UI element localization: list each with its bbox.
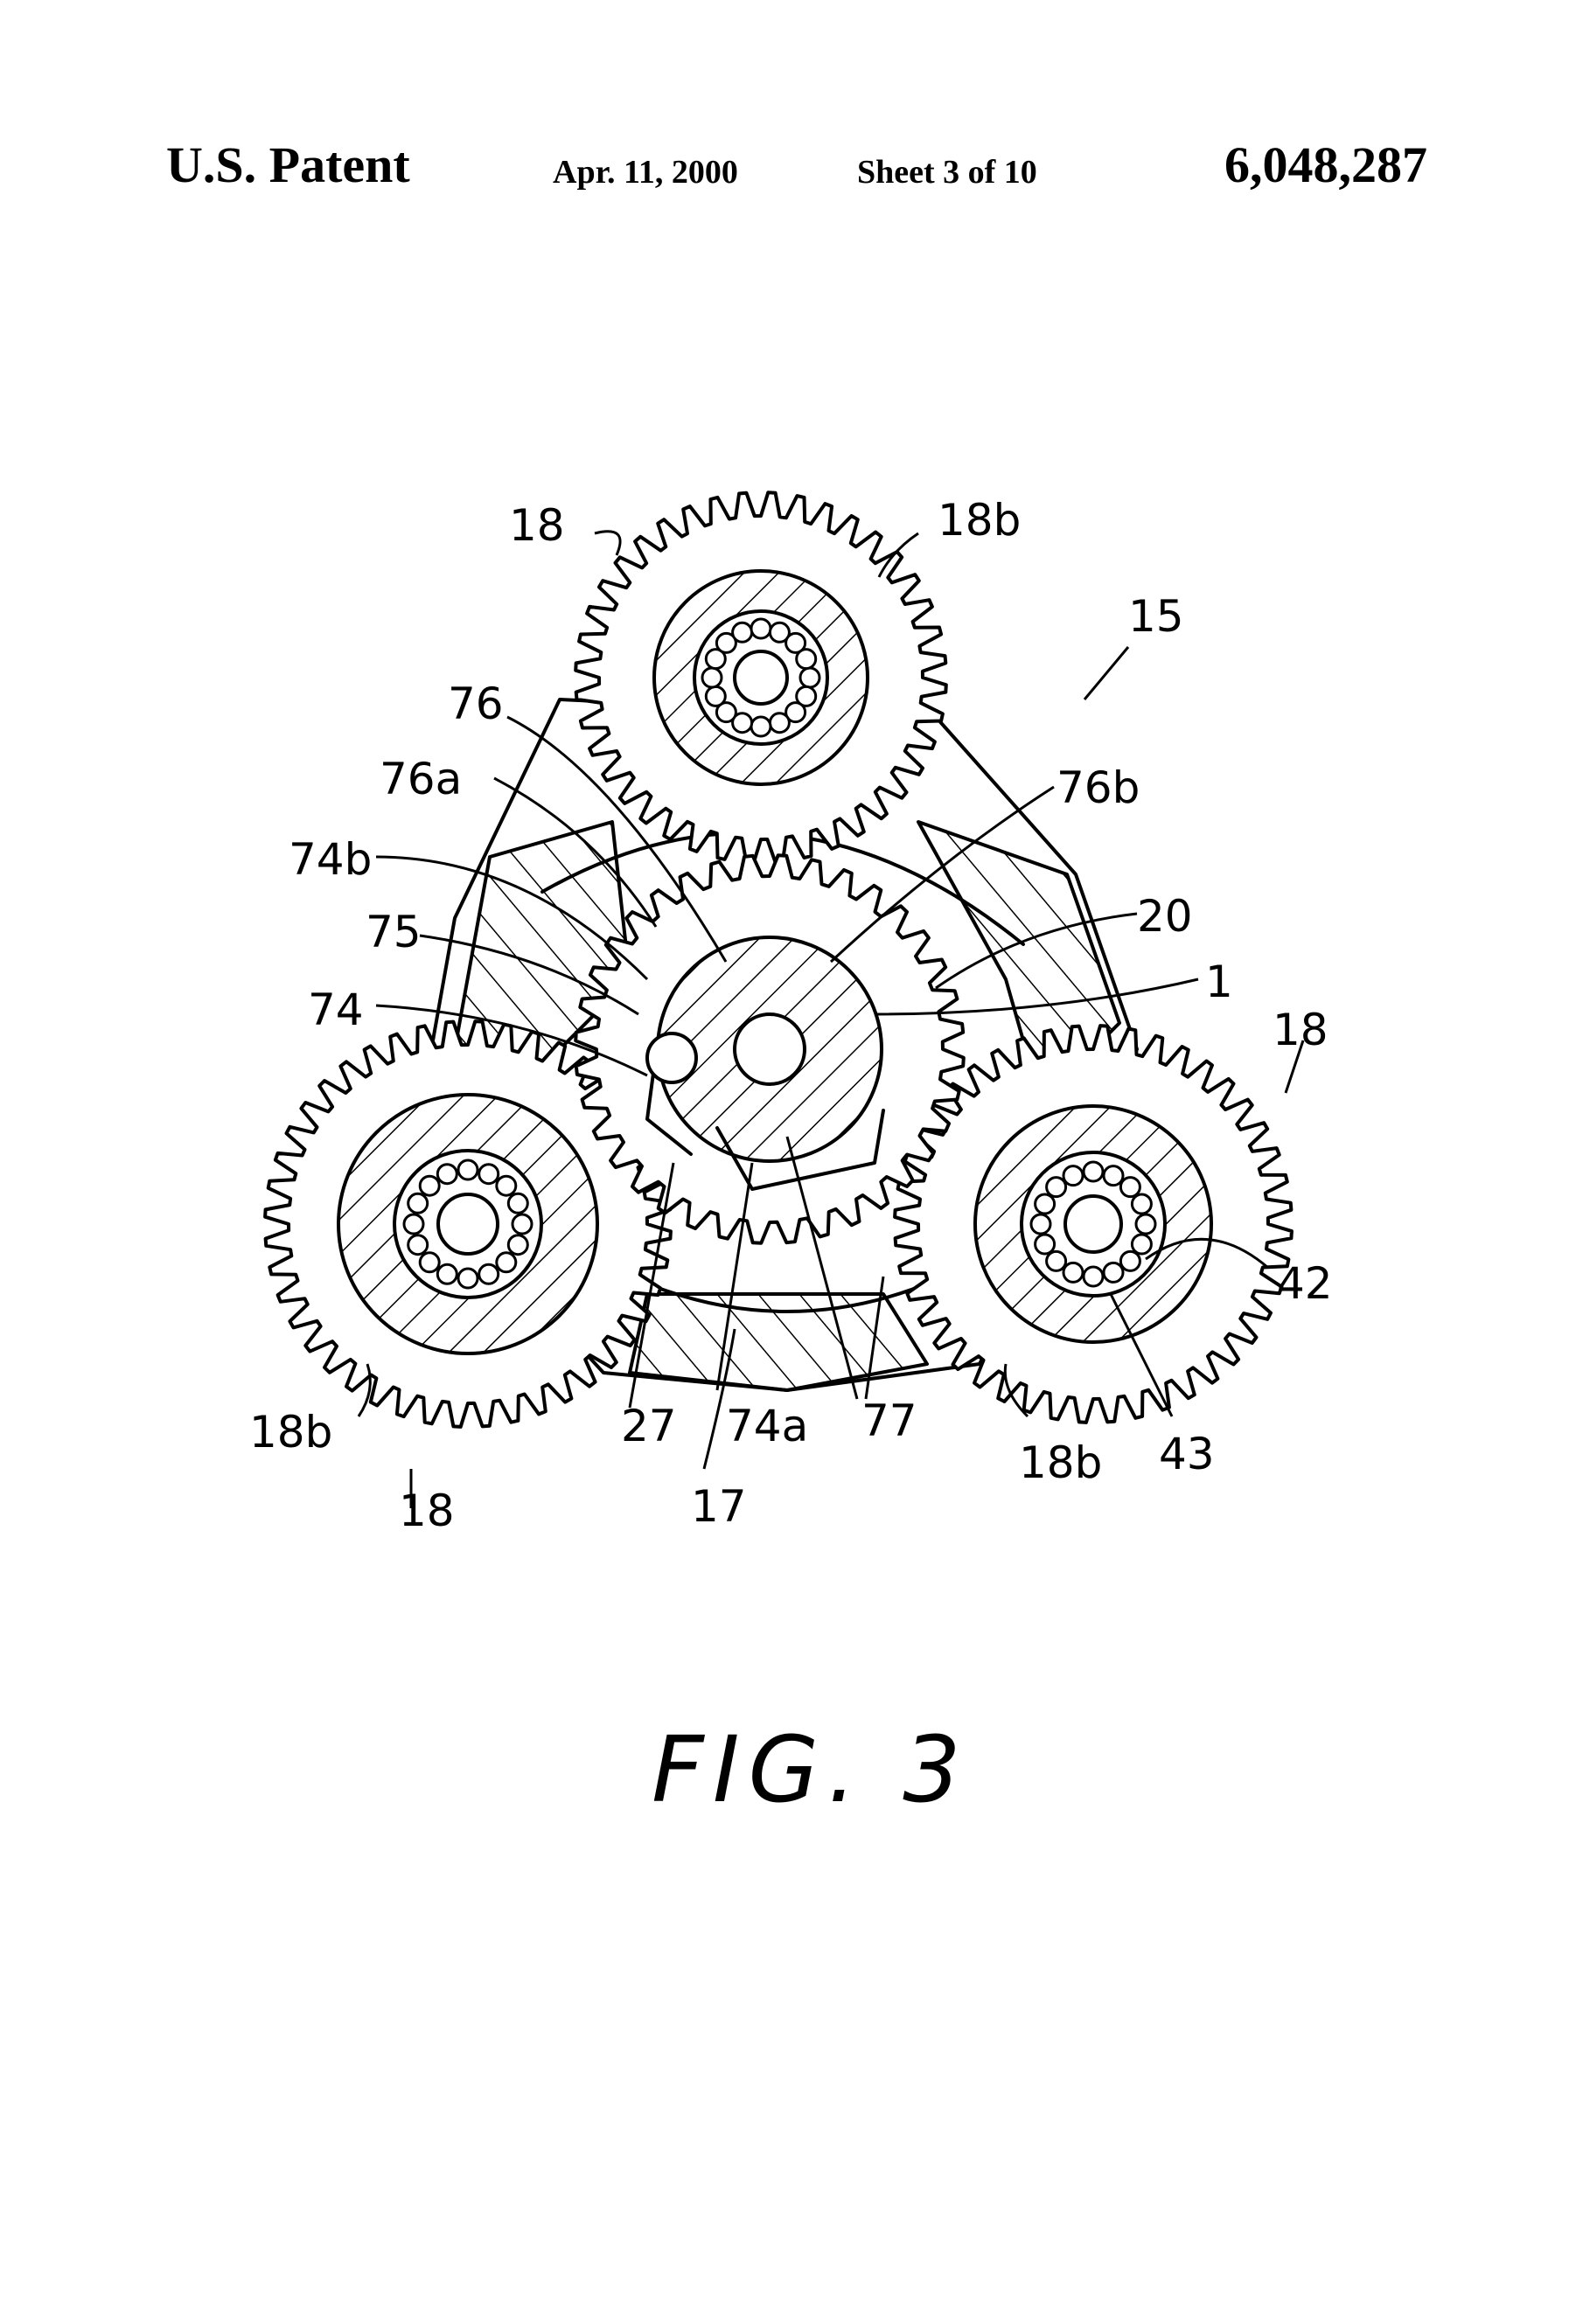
label-20: 20	[1137, 891, 1193, 942]
bearing-ball	[402, 1213, 425, 1235]
label-75: 75	[366, 907, 422, 957]
bearing-ball	[704, 685, 727, 707]
planet-gear-left	[263, 1019, 673, 1429]
label-43: 43	[1159, 1429, 1215, 1479]
bearing-ball	[506, 1234, 529, 1256]
label-74: 74	[308, 985, 364, 1035]
label-76b: 76b	[1056, 762, 1140, 813]
bearing-ball	[1102, 1165, 1125, 1187]
leader-lines	[357, 530, 1305, 1508]
bearing-ball	[785, 701, 807, 724]
reference-labels: 18 18b 15 76 76a 76b 74b 75 20 1 74 18 4…	[249, 495, 1333, 1823]
label-42: 42	[1277, 1258, 1333, 1309]
bearing-ball	[495, 1174, 518, 1197]
bearing-ball	[478, 1163, 500, 1186]
bearing-ball	[750, 617, 772, 640]
bearing-ball	[1130, 1193, 1153, 1215]
bearing-ball	[1045, 1176, 1068, 1199]
label-planet-left-teeth: 18b	[249, 1407, 332, 1458]
bearing-ball	[418, 1251, 441, 1274]
bearing-ball	[785, 631, 807, 654]
bearing-ball	[506, 1192, 529, 1214]
bearing-ball	[511, 1213, 533, 1235]
bearing-ball	[457, 1159, 479, 1181]
patent-number: 6,048,287	[1224, 136, 1427, 193]
bearing-ball	[436, 1263, 458, 1285]
planet-gear-right	[893, 1024, 1294, 1424]
bearing-ball	[795, 648, 818, 671]
bearing-ball	[418, 1174, 441, 1197]
bearing-ball	[1029, 1213, 1052, 1235]
bearing-ball	[768, 712, 791, 734]
bearing-ball	[798, 666, 821, 689]
label-74b: 74b	[289, 834, 372, 885]
bearing-ball	[715, 631, 737, 654]
label-assembly: 15	[1128, 591, 1184, 642]
bearing-ball	[1034, 1193, 1056, 1215]
figure-caption: FIG. 3	[652, 1716, 969, 1823]
bearing-ball	[1102, 1261, 1125, 1284]
issue-date: Apr. 11, 2000	[553, 154, 738, 191]
sheet-number: Sheet 3 of 10	[857, 154, 1037, 191]
label-74a: 74a	[726, 1401, 808, 1451]
label-planet-top-teeth: 18b	[938, 495, 1021, 546]
roller	[645, 1032, 698, 1084]
label-77: 77	[861, 1395, 917, 1446]
bearing-ball	[795, 685, 818, 707]
bearing-ball	[1119, 1249, 1141, 1272]
label-76a: 76a	[380, 754, 462, 804]
bearing-ball	[1119, 1176, 1141, 1199]
bearing-ball	[478, 1263, 500, 1285]
bearing-ball	[1062, 1261, 1084, 1284]
bearing-ball	[1082, 1160, 1105, 1183]
bearing-ball	[1034, 1233, 1056, 1256]
bearing-ball	[1082, 1265, 1105, 1288]
bearing-ball	[436, 1163, 458, 1186]
bearing-ball	[407, 1234, 429, 1256]
bearing-ball	[704, 648, 727, 671]
bearing-ball	[731, 712, 754, 734]
label-planet-top: 18	[509, 500, 565, 551]
bearing-ball	[768, 621, 791, 644]
bearing-ball	[1130, 1233, 1153, 1256]
carrier-hatch-bottom	[628, 1292, 929, 1392]
bearing-ball	[731, 621, 754, 644]
label-planet-right-teeth: 18b	[1019, 1437, 1102, 1488]
bearing-ball	[457, 1267, 479, 1290]
bearing-ball	[701, 666, 723, 689]
bearing-ball	[495, 1251, 518, 1274]
planet-gear-top	[574, 491, 948, 865]
label-27: 27	[621, 1401, 677, 1451]
bearing-ball	[750, 715, 772, 738]
label-17: 17	[691, 1481, 747, 1532]
bearing-ball	[715, 701, 737, 724]
label-1: 1	[1205, 957, 1233, 1007]
label-planet-left: 18	[399, 1486, 455, 1536]
bearing-ball	[1062, 1165, 1084, 1187]
publication-title: U.S. Patent	[166, 136, 410, 193]
bearing-ball	[1134, 1213, 1157, 1235]
label-76: 76	[448, 678, 504, 729]
bearing-ball	[407, 1192, 429, 1214]
label-planet-right: 18	[1273, 1005, 1328, 1055]
bearing-ball	[1045, 1249, 1068, 1272]
sun-gear	[574, 853, 966, 1245]
